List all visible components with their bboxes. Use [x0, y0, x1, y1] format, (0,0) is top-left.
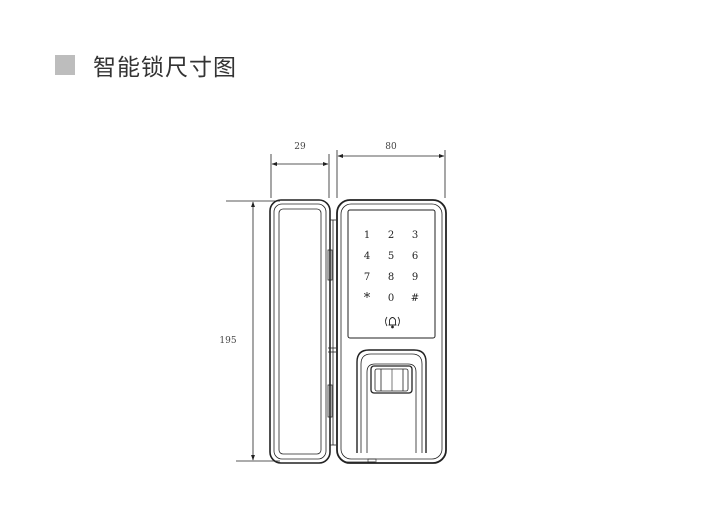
- doorbell-icon: [385, 316, 400, 329]
- fingerprint-sensor: [356, 349, 427, 453]
- lock-front-view: 1 2 3 4 5 6 7 8 9 * 0 #: [336, 199, 447, 464]
- key-9: 9: [412, 272, 418, 283]
- height-dimension: 195: [219, 200, 280, 462]
- width-dimension: 80: [336, 142, 446, 198]
- page-title: 智能锁尺寸图: [93, 55, 237, 81]
- depth-label: 29: [294, 142, 306, 152]
- key-4: 4: [364, 251, 370, 262]
- key-hash: #: [411, 293, 419, 304]
- key-1: 1: [364, 230, 370, 241]
- section-header: 智能锁尺寸图: [55, 50, 237, 81]
- key-6: 6: [412, 251, 418, 262]
- key-2: 2: [388, 230, 394, 241]
- height-label: 195: [219, 336, 236, 346]
- width-label: 80: [385, 142, 397, 152]
- keypad-panel: [347, 209, 436, 339]
- key-3: 3: [412, 230, 418, 241]
- key-0: 0: [388, 293, 394, 304]
- key-5: 5: [388, 251, 394, 262]
- header-square-icon: [55, 55, 75, 75]
- lock-side-view: [269, 199, 336, 464]
- depth-dimension: 29: [270, 142, 330, 198]
- key-8: 8: [388, 272, 394, 283]
- key-star: *: [364, 291, 371, 306]
- key-7: 7: [364, 272, 370, 283]
